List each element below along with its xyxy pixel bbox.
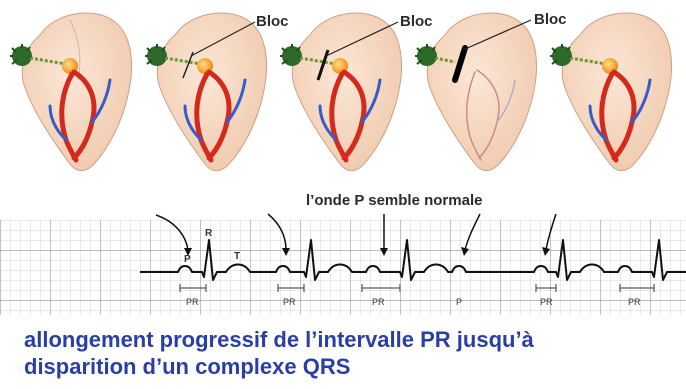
- interval-label: PR: [283, 297, 296, 307]
- heart-panel-1: [10, 13, 132, 171]
- heart-panel-4: [415, 13, 537, 171]
- interval-label: PR: [628, 297, 641, 307]
- heart-panel-3: [280, 13, 402, 171]
- sa-node-icon: [550, 44, 572, 66]
- heart-outline: [427, 13, 536, 171]
- sa-node-icon: [145, 44, 167, 66]
- heart-outline: [292, 13, 401, 171]
- sa-node-icon: [415, 44, 437, 66]
- interval-label: PR: [372, 297, 385, 307]
- caption-line-2: disparition d’un complexe QRS: [24, 353, 674, 380]
- caption-line-1: allongement progressif de l’intervalle P…: [24, 326, 674, 353]
- heart-panel-2: [145, 13, 267, 171]
- p-wave-annotation: l’onde P semble normale: [306, 192, 482, 209]
- t-wave-label: T: [234, 251, 240, 262]
- heart-outline: [157, 13, 266, 171]
- heart-panel-5: [550, 13, 672, 171]
- bloc-label-3: Bloc: [400, 13, 433, 30]
- interval-label: P: [456, 297, 462, 307]
- heart-outline: [562, 13, 671, 171]
- sa-node-icon: [280, 44, 302, 66]
- caption: allongement progressif de l’intervalle P…: [24, 326, 674, 380]
- sa-node-icon: [10, 44, 32, 66]
- bloc-label-2: Bloc: [256, 13, 289, 30]
- r-wave-label: R: [205, 228, 213, 239]
- p-wave-label: P: [184, 254, 191, 265]
- ecg-strip: P R T l’onde P semble normale PR: [0, 192, 686, 315]
- interval-label: PR: [540, 297, 553, 307]
- interval-label: PR: [186, 297, 199, 307]
- bloc-label-4: Bloc: [534, 11, 567, 28]
